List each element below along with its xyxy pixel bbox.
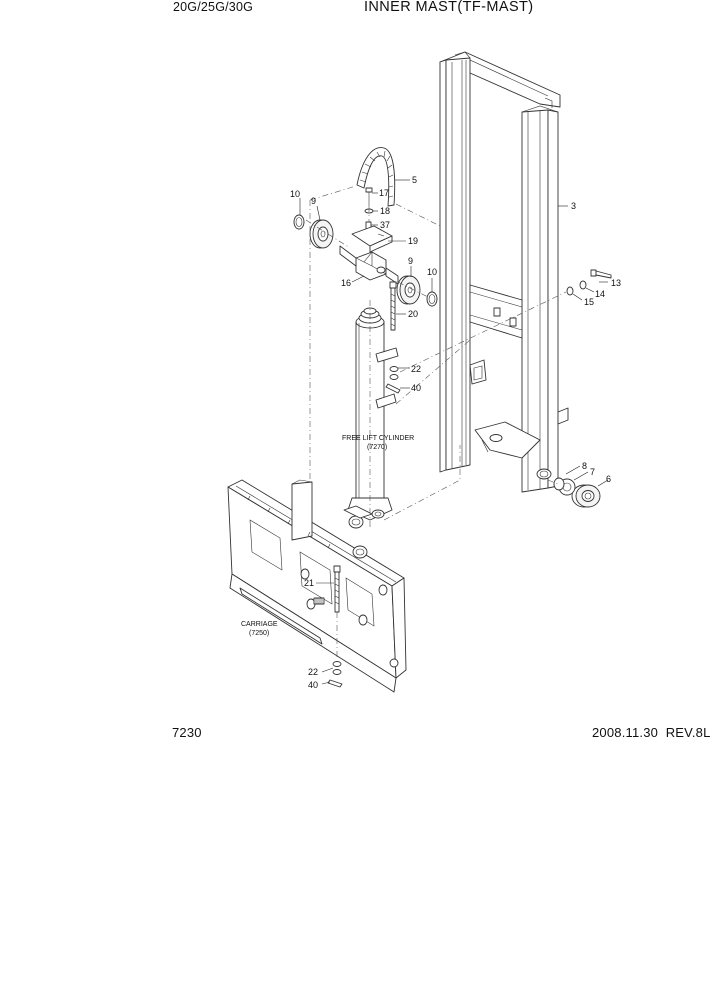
- sheave-bracket-assembly: [339, 187, 399, 285]
- nut-upper: [389, 366, 399, 380]
- carriage-outline: [227, 479, 407, 693]
- inner-mast-frame: [439, 51, 569, 493]
- page-number: 7230: [172, 725, 202, 740]
- lift-chain: [356, 147, 396, 207]
- callout-3: 3: [571, 201, 576, 211]
- bearing-roller: [571, 484, 601, 508]
- bolt-13: [590, 269, 612, 279]
- callout-22-upper: 22: [411, 364, 421, 374]
- callout-16: 16: [341, 278, 351, 288]
- callout-40-lower: 40: [308, 680, 318, 690]
- callout-21: 21: [304, 578, 314, 588]
- washer-14: [579, 280, 587, 290]
- callout-17: 17: [379, 188, 389, 198]
- callout-37: 37: [380, 220, 390, 230]
- snap-ring-left: [293, 214, 305, 230]
- free-lift-cylinder: [347, 300, 399, 530]
- page-title: INNER MAST(TF-MAST): [364, 0, 534, 15]
- shim-8: [553, 477, 565, 491]
- free-lift-cylinder-ref: (7270): [367, 444, 387, 451]
- callout-10-right: 10: [427, 267, 437, 277]
- callouts: 5 17 18 37 19 10 9 9 10 16 20 3 13 14 15…: [290, 175, 621, 690]
- free-lift-cylinder-label: FREE LIFT CYLINDER: [342, 435, 414, 442]
- phantom-lines: [305, 185, 567, 660]
- leader-lines: [299, 179, 609, 685]
- anchor-bolt-upper: [389, 281, 397, 331]
- callout-15: 15: [584, 297, 594, 307]
- callout-14: 14: [595, 289, 605, 299]
- callout-8: 8: [582, 461, 587, 471]
- nut-lower: [332, 661, 342, 675]
- callout-9-left: 9: [311, 196, 316, 206]
- sheave-right: [396, 275, 421, 305]
- callout-5: 5: [412, 175, 417, 185]
- cotter-pin-lower: [327, 679, 343, 688]
- carriage-label: CARRIAGE: [241, 621, 278, 628]
- callout-13: 13: [611, 278, 621, 288]
- nut-15: [566, 286, 574, 296]
- callout-9-right: 9: [408, 256, 413, 266]
- cotter-pin-upper: [385, 383, 401, 394]
- callout-18: 18: [380, 206, 390, 216]
- assembly-labels: FREE LIFT CYLINDER (7270) CARRIAGE (7250…: [241, 435, 414, 637]
- callout-10-left: 10: [290, 189, 300, 199]
- callout-40-upper: 40: [411, 383, 421, 393]
- callout-7: 7: [590, 467, 595, 477]
- callout-6: 6: [606, 474, 611, 484]
- anchor-bolt-lower: [333, 565, 341, 613]
- date-revision: 2008.11.30 REV.8L: [592, 725, 711, 740]
- snap-ring-right: [426, 291, 438, 307]
- model-codes: 20G/25G/30G: [173, 0, 254, 14]
- sheave-left: [309, 219, 334, 249]
- carriage-ref: (7250): [249, 630, 269, 637]
- callout-22-lower: 22: [308, 667, 318, 677]
- callout-19: 19: [408, 236, 418, 246]
- callout-20: 20: [408, 309, 418, 319]
